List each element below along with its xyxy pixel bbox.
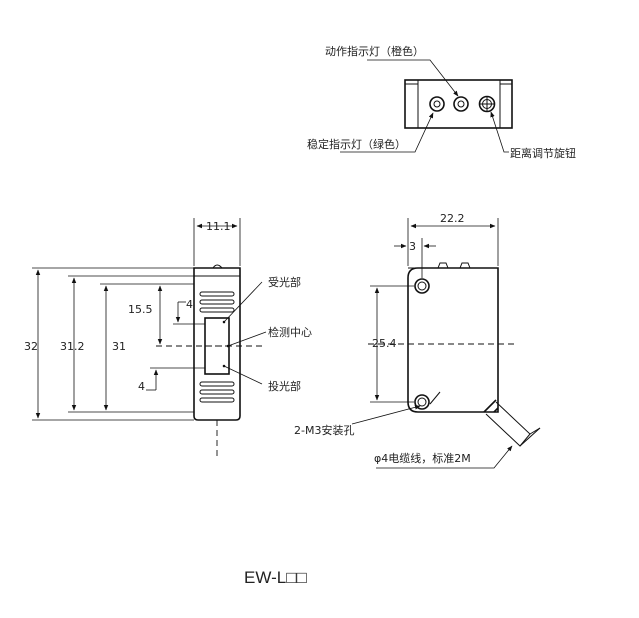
- action-indicator-icon: [453, 96, 469, 112]
- action-indicator-label: 动作指示灯（橙色）: [325, 44, 424, 58]
- front-hole-offset-dim: 3: [409, 240, 416, 253]
- side-view-body: [193, 267, 241, 421]
- side-upper-dim: 15.5: [128, 303, 153, 316]
- distance-knob-icon: [478, 95, 496, 113]
- front-view: 22.2 3 25.4 2-M3安装孔 φ4电缆线，标准2M: [294, 212, 541, 469]
- mount-holes-label: 2-M3安装孔: [294, 423, 354, 437]
- emitter-label: 投光部: [268, 379, 301, 393]
- model-name: EW-L□□: [244, 568, 307, 587]
- top-view: 动作指示灯（橙色） 稳定指示灯（绿色） 距离调节旋钮: [307, 44, 576, 160]
- cable-icon: [483, 399, 541, 447]
- stable-indicator-icon: [429, 96, 445, 112]
- receiver-grille: [199, 291, 235, 313]
- top-view-panel: [417, 79, 501, 129]
- side-window-height-dim: 31: [112, 340, 126, 353]
- detect-center-label: 检测中心: [268, 325, 312, 339]
- side-view: 11.1 32 31.2 31 15.5 4 4 受光部 检测中心 投光部: [24, 218, 312, 458]
- mount-hole-bottom-icon: [414, 394, 430, 410]
- front-hole-spacing-dim: 25.4: [372, 337, 397, 350]
- stable-indicator-label: 稳定指示灯（绿色）: [307, 137, 406, 151]
- mount-hole-top-icon: [414, 278, 430, 294]
- side-gap-bottom-dim: 4: [138, 380, 145, 393]
- front-width-dim: 22.2: [440, 212, 465, 225]
- distance-knob-label: 距离调节旋钮: [510, 146, 576, 160]
- emitter-grille: [199, 381, 235, 403]
- receiver-label: 受光部: [268, 275, 301, 289]
- side-body-height-dim: 31.2: [60, 340, 85, 353]
- side-total-height-dim: 32: [24, 340, 38, 353]
- side-width-dim: 11.1: [206, 220, 231, 233]
- side-gap-top-dim: 4: [186, 298, 193, 311]
- cable-label: φ4电缆线，标准2M: [374, 451, 471, 465]
